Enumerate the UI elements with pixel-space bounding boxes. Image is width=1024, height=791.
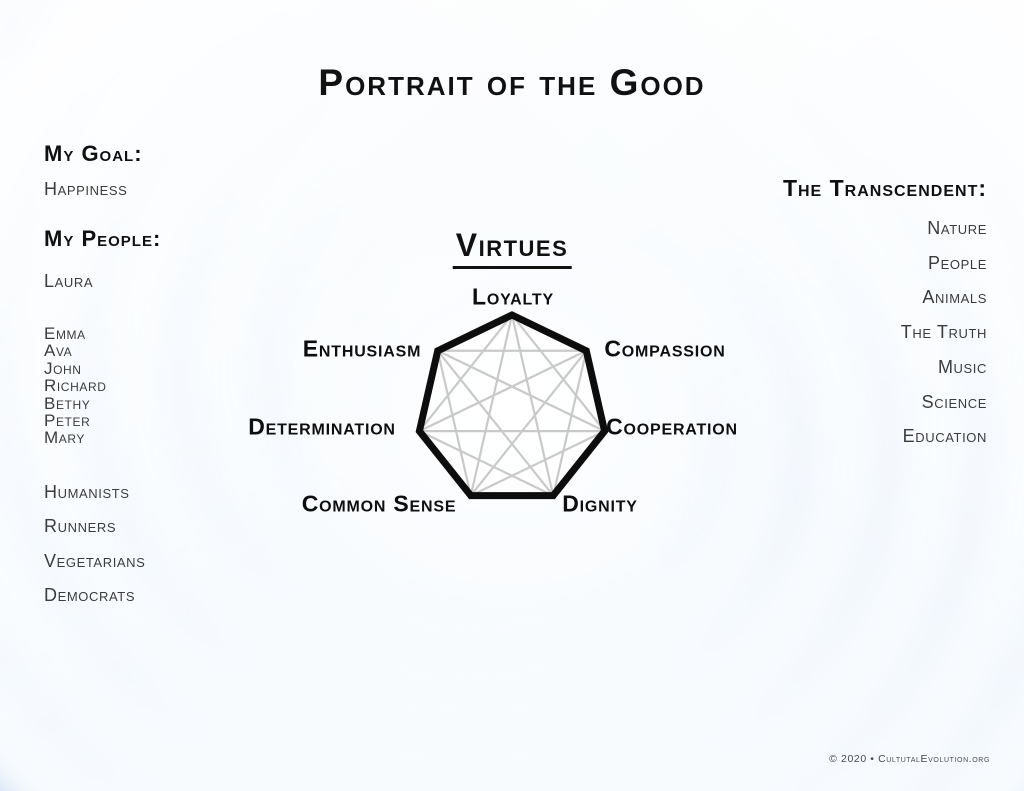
person-name: Mary <box>44 428 86 448</box>
transcendent-item: Animals <box>922 287 987 308</box>
group-name: Vegetarians <box>44 551 146 571</box>
group-name: Democrats <box>44 585 136 605</box>
person-name: John <box>44 358 82 378</box>
my-people-heading: My People: <box>44 226 162 251</box>
group-name: Runners <box>44 516 117 536</box>
virtue-label-dignity: Dignity <box>562 490 638 517</box>
virtue-label-cooperation: Cooperation <box>606 413 738 440</box>
person-name: Emma <box>44 324 86 343</box>
transcendent-item: Music <box>937 356 987 377</box>
my-goal-heading: My Goal: <box>44 141 143 166</box>
virtue-label-compassion: Compassion <box>604 335 726 362</box>
virtue-label-common-sense: Common Sense <box>301 490 457 517</box>
transcendent-item: Nature <box>927 218 987 238</box>
transcendent-item: People <box>928 252 987 273</box>
transcendent-heading: The Transcendent: <box>782 175 987 201</box>
person-name: Peter <box>44 411 91 431</box>
person-name: Laura <box>44 271 94 291</box>
transcendent-item: Education <box>902 426 987 447</box>
transcendent-item: The Truth <box>900 322 987 343</box>
virtue-label-enthusiasm: Enthusiasm <box>302 335 422 362</box>
person-name: Richard <box>44 376 107 396</box>
copyright-notice: © 2020 • CultutalEvolution.org <box>829 753 990 765</box>
goal-value: Happiness <box>44 179 128 199</box>
virtue-label-loyalty: Loyalty <box>472 283 554 310</box>
virtue-label-determination: Determination <box>248 413 396 440</box>
page-title: Portrait of the Good <box>318 62 706 103</box>
virtues-heading: Virtues <box>452 227 572 269</box>
person-name: Ava <box>44 341 73 361</box>
transcendent-item: Science <box>921 391 987 412</box>
transcendent-list: Nature People Animals The Truth Music Sc… <box>901 211 987 454</box>
person-name: Bethy <box>44 393 91 413</box>
group-name: Humanists <box>44 482 130 502</box>
family-name-list: Emma Ava John Richard Bethy Peter Mary <box>44 325 106 447</box>
